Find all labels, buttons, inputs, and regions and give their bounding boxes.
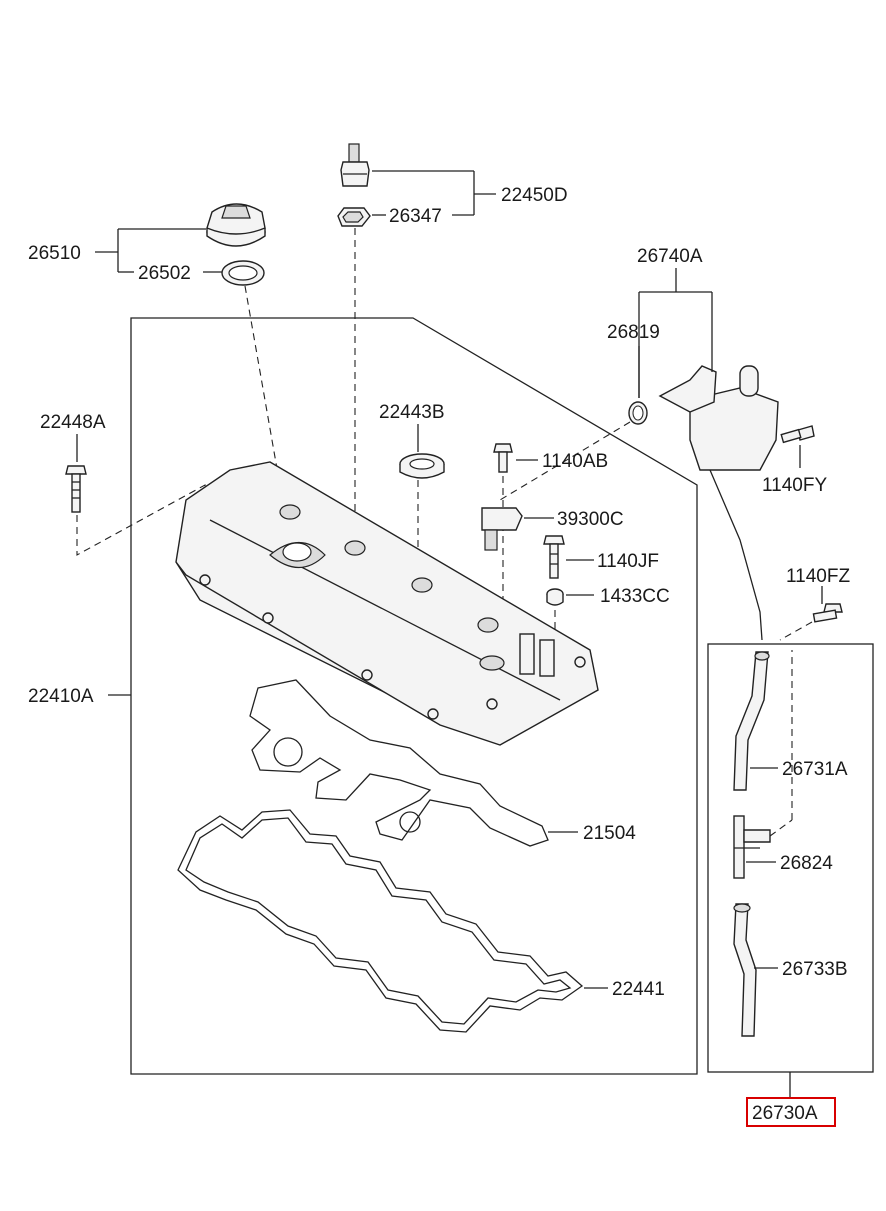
bolt-1140fy xyxy=(780,425,815,444)
label-1140fy: 1140FY xyxy=(762,475,827,496)
label-22410a: 22410A xyxy=(28,686,94,707)
bolt-1140fz xyxy=(812,603,843,623)
label-26731a: 26731A xyxy=(782,759,848,780)
label-22450d: 22450D xyxy=(501,185,568,206)
bolt-22448a xyxy=(65,465,87,513)
gasket-22441 xyxy=(177,809,584,1033)
label-22443b: 22443B xyxy=(379,402,445,423)
seal-22443b xyxy=(399,453,445,479)
label-26733b: 26733B xyxy=(782,959,848,980)
label-22448a: 22448A xyxy=(40,412,106,433)
hose-26731a xyxy=(733,651,769,791)
oring-26502 xyxy=(221,260,265,286)
label-26819: 26819 xyxy=(607,322,660,343)
oil-cap-26510 xyxy=(206,203,266,247)
label-26730a[interactable]: 26730A xyxy=(752,1103,818,1124)
gasket-21504 xyxy=(249,679,549,847)
pcv-26740a xyxy=(658,365,779,641)
washer-1433cc xyxy=(546,588,564,606)
valve-cover-22410a xyxy=(175,461,599,746)
main-group-frame xyxy=(130,317,698,1075)
label-26347: 26347 xyxy=(389,206,442,227)
hose-26733b xyxy=(733,903,757,1037)
label-26740a: 26740A xyxy=(637,246,703,267)
label-1433cc: 1433CC xyxy=(600,586,670,607)
bracket-26824 xyxy=(733,815,771,879)
label-26510: 26510 xyxy=(28,243,81,264)
label-1140ab: 1140AB xyxy=(542,451,608,472)
sensor-39300c xyxy=(481,507,523,551)
label-39300c: 39300C xyxy=(557,509,624,530)
label-22441: 22441 xyxy=(612,979,665,1000)
label-21504: 21504 xyxy=(583,823,636,844)
label-26502: 26502 xyxy=(138,263,191,284)
sensor-22450d xyxy=(340,143,370,187)
highlight-box-26730a xyxy=(746,1097,836,1127)
seal-26347 xyxy=(337,207,371,227)
label-26824: 26824 xyxy=(780,853,833,874)
bolt-1140ab xyxy=(493,443,513,473)
bolt-1140jf xyxy=(543,535,565,579)
label-1140fz: 1140FZ xyxy=(786,566,850,587)
label-1140jf: 1140JF xyxy=(597,551,659,572)
oring-26819 xyxy=(628,401,648,425)
